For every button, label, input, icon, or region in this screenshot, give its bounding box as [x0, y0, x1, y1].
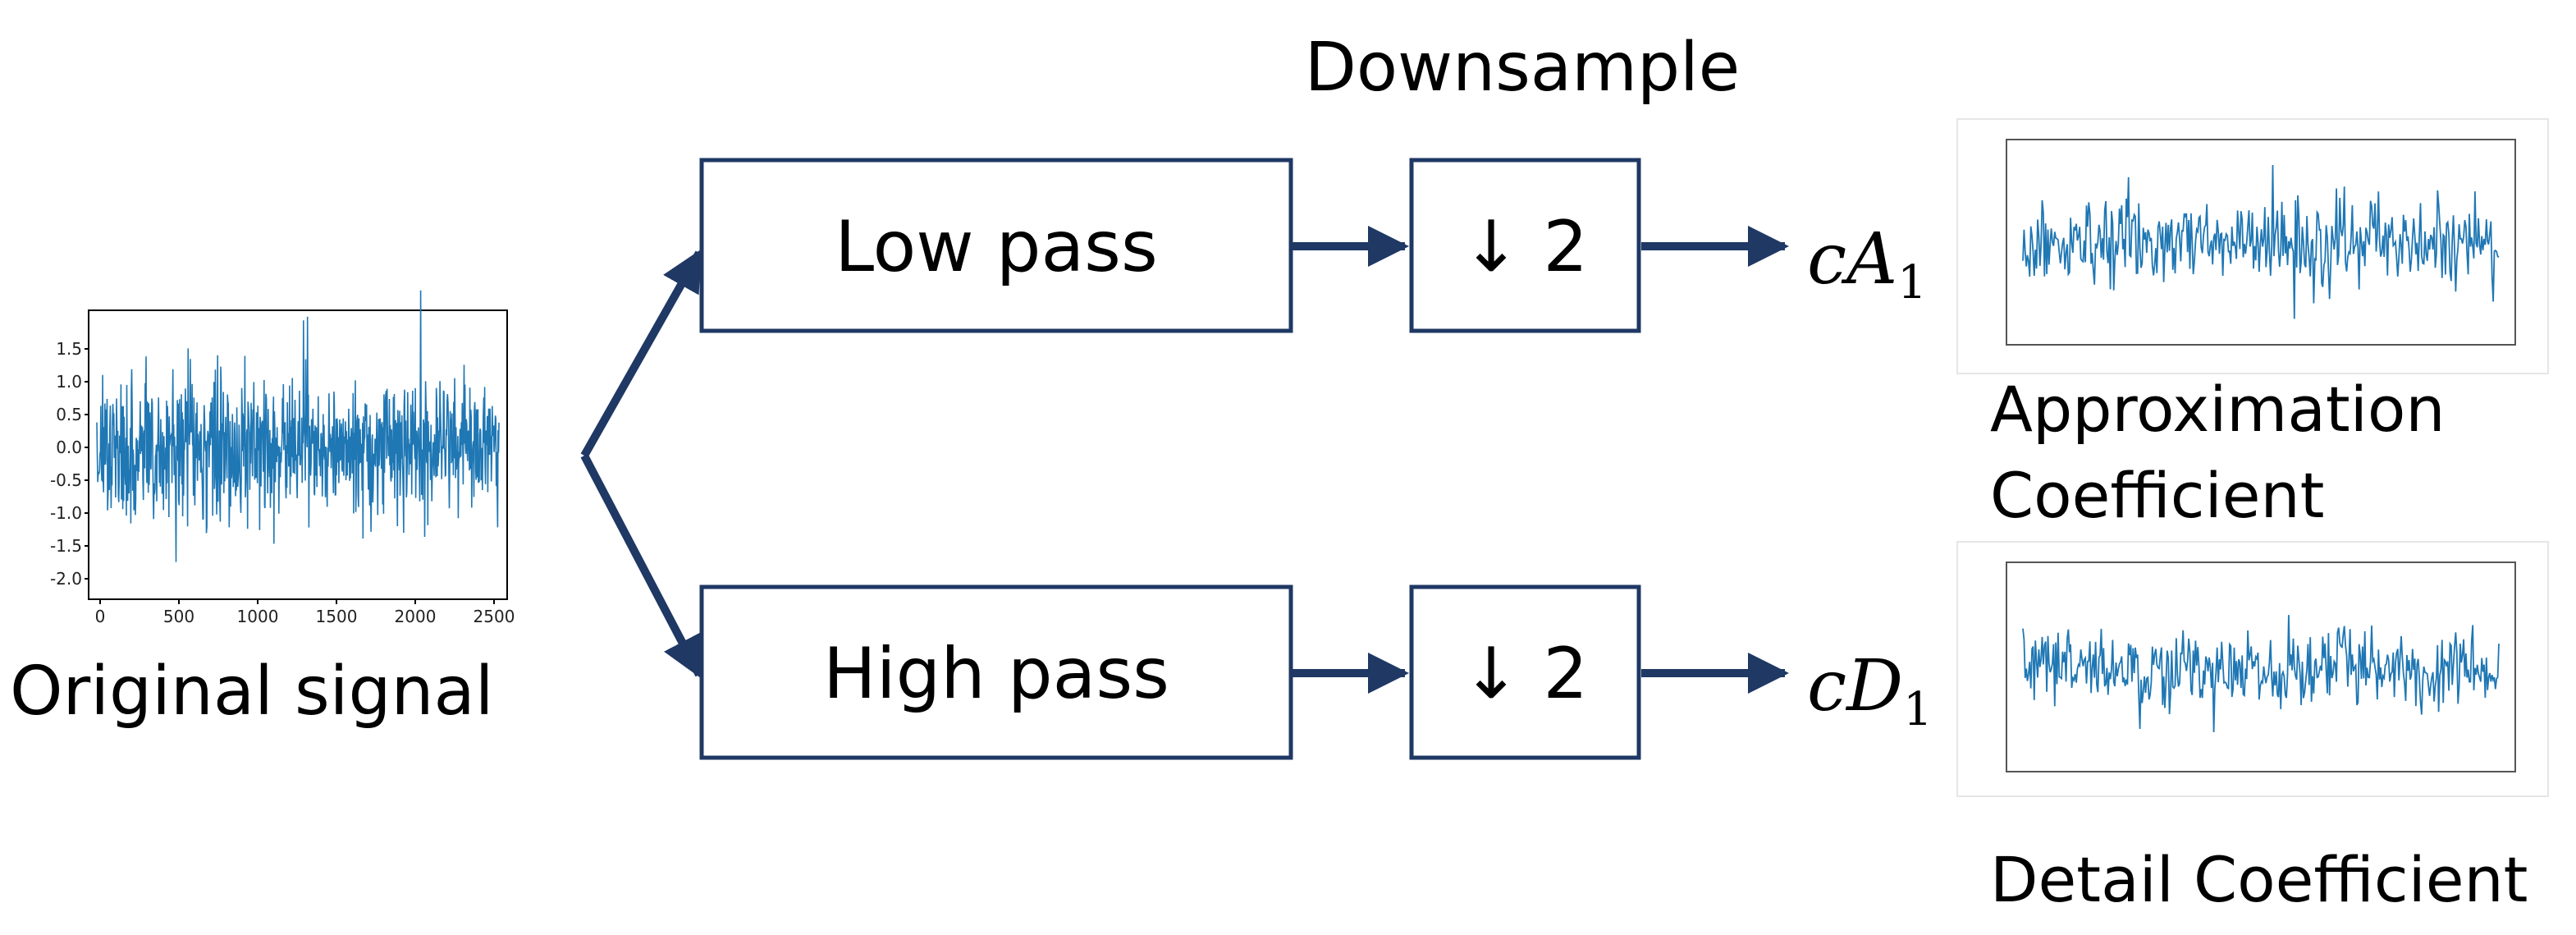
- original-y-tick-label: -2.0: [50, 569, 82, 589]
- original-x-tick-label: 2000: [395, 607, 437, 626]
- downsample-heading: Downsample: [1305, 29, 1740, 107]
- cA1-letter: cA: [1807, 218, 1897, 300]
- original-y-tick-label: -1.0: [50, 503, 82, 523]
- downsample-op-top: ↓ 2: [1462, 206, 1588, 288]
- original-signal-trace: [96, 290, 500, 562]
- downsample-op-bottom: ↓ 2: [1462, 633, 1588, 715]
- cD1-subscript: 1: [1903, 683, 1933, 736]
- original-y-tick-label: 1.0: [56, 372, 82, 392]
- original-x-tick-label: 2500: [474, 607, 515, 626]
- branch-arrow-top: [580, 249, 703, 458]
- original-y-tick-label: -1.5: [50, 536, 82, 556]
- original-y-tick-label: 1.5: [56, 339, 82, 359]
- downsample-box-bottom: [1409, 584, 1641, 760]
- original-y-tick-label: 0.0: [56, 438, 82, 457]
- low-pass-label: Low pass: [835, 206, 1158, 288]
- original-plot-frame: [88, 309, 508, 600]
- approx-plot-frame: [2006, 139, 2516, 346]
- original-x-tick-label: 500: [163, 607, 194, 626]
- original-x-tick-label: 1500: [316, 607, 358, 626]
- approximation-caption-line2: Coefficient: [1990, 459, 2324, 532]
- cA1-subscript: 1: [1897, 256, 1927, 309]
- original-signal-caption: Original signal: [10, 653, 494, 731]
- approximation-coefficient-plot: [1956, 118, 2549, 374]
- branch-arrow-bottom: [580, 453, 703, 679]
- downsample-box-top: [1409, 158, 1641, 333]
- original-x-tick-label: 1000: [237, 607, 279, 626]
- low-pass-box: [699, 158, 1293, 333]
- original-plot-y-ticks: 1.5 1.0 0.5 0.0 -0.5 -1.0 -1.5 -2.0: [50, 339, 89, 589]
- approximation-caption-line1: Approximation: [1990, 373, 2446, 446]
- original-y-tick-label: 0.5: [56, 405, 82, 424]
- high-pass-box: [699, 584, 1293, 760]
- detail-signal-trace: [2022, 615, 2500, 733]
- original-signal-plot: 1.5 1.0 0.5 0.0 -0.5 -1.0 -1.5 -2.0 0 500 1000 150…: [8, 263, 583, 649]
- original-plot-x-ticks: 0 500 1000 1500 2000 2500: [95, 599, 515, 626]
- approximation-signal-trace: [2022, 164, 2500, 319]
- cD1-letter: cD: [1807, 645, 1903, 727]
- original-x-tick-label: 0: [95, 607, 106, 626]
- detail-plot-frame: [2006, 561, 2516, 772]
- detail-coefficient-caption: Detail Coefficient: [1990, 843, 2528, 916]
- original-y-tick-label: -0.5: [50, 470, 82, 490]
- cA1-symbol: cA1: [1807, 218, 1927, 309]
- cD1-symbol: cD1: [1807, 645, 1933, 736]
- detail-coefficient-plot: [1956, 541, 2549, 797]
- high-pass-label: High pass: [823, 633, 1169, 715]
